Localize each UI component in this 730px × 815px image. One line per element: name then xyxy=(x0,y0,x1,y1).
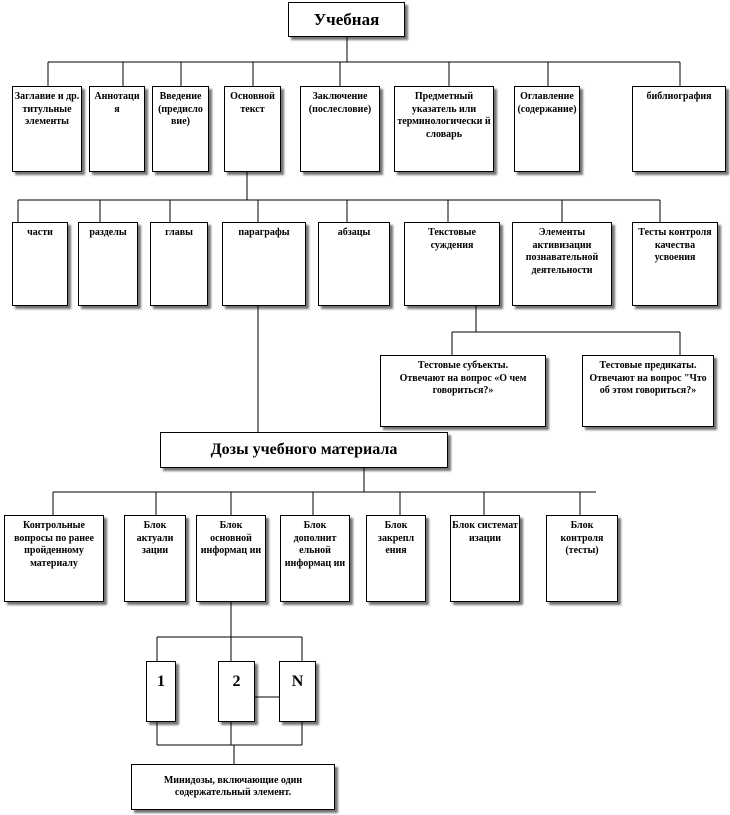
judgment-predicates: Тестовые предикаты. Отвечают на вопрос "… xyxy=(582,355,714,427)
block-label: Блок контроля (тесты) xyxy=(560,520,604,556)
block-systematization: Блок системат изации xyxy=(450,515,520,602)
level2-text-judgments: Текстовые суждения xyxy=(404,222,500,306)
level2-label: разделы xyxy=(89,227,127,238)
minidose-number: 1 xyxy=(157,673,165,690)
level2-paragraphs: параграфы xyxy=(222,222,306,306)
block-review-questions: Контрольные вопросы по ранее пройденному… xyxy=(4,515,104,602)
level2-activation-elements: Элементы активизации познавательной деят… xyxy=(512,222,612,306)
minidose-number: 2 xyxy=(232,673,241,690)
block-label: Контрольные вопросы по ранее пройденному… xyxy=(14,520,94,569)
block-additional-info: Блок дополнит ельной информац ии xyxy=(280,515,350,602)
level2-label: параграфы xyxy=(238,227,290,238)
level2-label: главы xyxy=(165,227,193,238)
block-actualization: Блок актуали зации xyxy=(124,515,186,602)
block-label: Блок дополнит ельной информац ии xyxy=(284,520,346,569)
level2-parts: части xyxy=(12,222,68,306)
level2-label: Текстовые суждения xyxy=(428,227,476,251)
block-label: Блок системат изации xyxy=(452,520,518,544)
judgment-label: Тестовые субъекты. Отвечают на вопрос «О… xyxy=(399,360,527,396)
level1-annotation: Аннотаци я xyxy=(89,86,145,172)
block-main-info: Блок основной информац ии xyxy=(196,515,266,602)
level2-label: Элементы активизации познавательной деят… xyxy=(525,227,599,276)
level1-index: Предметный указатель или терминологическ… xyxy=(394,86,494,172)
judgment-label: Тестовые предикаты. Отвечают на вопрос "… xyxy=(589,360,707,396)
title-box: Учебная xyxy=(288,2,405,37)
block-control: Блок контроля (тесты) xyxy=(546,515,618,602)
level2-indents: абзацы xyxy=(318,222,390,306)
doses-text: Дозы учебного материала xyxy=(210,441,398,458)
level1-label: Заглавие и др. титульные элементы xyxy=(14,91,80,127)
block-label: Блок основной информац ии xyxy=(200,520,262,556)
level1-conclusion: Заключение (послесловие) xyxy=(300,86,380,172)
level1-label: Заключение (послесловие) xyxy=(308,91,372,115)
level2-label: абзацы xyxy=(337,227,371,238)
level1-bibliography: библиография xyxy=(632,86,726,172)
minidose-1: 1 xyxy=(146,661,176,722)
level1-contents: Оглавление (содержание) xyxy=(514,86,580,172)
block-label: Блок закрепл ения xyxy=(377,520,415,556)
level1-introduction: Введение (предисло вие) xyxy=(152,86,209,172)
minidose-number: N xyxy=(291,673,304,690)
title-text: Учебная xyxy=(313,9,380,29)
minidoses-description: Минидозы, включающие один содержательный… xyxy=(131,764,335,810)
level1-label: Основной текст xyxy=(230,91,275,115)
level1-front-matter: Заглавие и др. титульные элементы xyxy=(12,86,82,172)
minidose-2: 2 xyxy=(218,661,255,722)
level2-label: части xyxy=(27,227,53,238)
minidose-n: N xyxy=(279,661,316,722)
minidoses-text: Минидозы, включающие один содержательный… xyxy=(163,774,303,799)
level1-label: Введение (предисло вие) xyxy=(158,91,203,127)
level2-chapters: главы xyxy=(150,222,208,306)
level1-label: Оглавление (содержание) xyxy=(517,91,577,115)
level2-label: Тесты контроля качества усвоения xyxy=(638,227,712,263)
doses-box: Дозы учебного материала xyxy=(160,432,448,468)
level1-label: Аннотаци я xyxy=(94,91,140,115)
level2-sections: разделы xyxy=(78,222,138,306)
judgment-subjects: Тестовые субъекты. Отвечают на вопрос «О… xyxy=(380,355,546,427)
level2-tests: Тесты контроля качества усвоения xyxy=(632,222,718,306)
block-label: Блок актуали зации xyxy=(136,520,174,556)
level1-label: Предметный указатель или терминологическ… xyxy=(397,91,491,140)
level1-main-text: Основной текст xyxy=(224,86,281,172)
level1-label: библиография xyxy=(646,91,712,102)
block-consolidation: Блок закрепл ения xyxy=(366,515,426,602)
